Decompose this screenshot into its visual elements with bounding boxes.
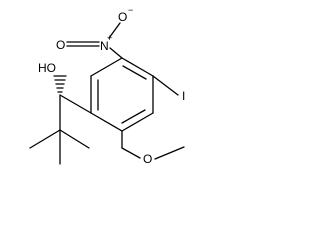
bond-quaternary-c-methyl-right [59, 129, 90, 149]
benzene-ring [90, 57, 154, 132]
ring-double-bond-inner-1 [122, 65, 147, 80]
nitro-top-oxygen-label: O [118, 10, 127, 24]
bond-ring-to-nitro-n [109, 47, 123, 59]
nitro-top-oxygen-charge: − [128, 5, 133, 15]
ring-double-bond-inner-2 [121, 109, 146, 124]
bond-quaternary-c-methyl-left [29, 129, 61, 149]
nitro-group: N + O − O [56, 5, 133, 59]
methoxy-oxygen-label: O [143, 152, 152, 166]
bond-methoxy-o-to-methyl [154, 146, 185, 160]
hydroxyl-label: HO [38, 61, 56, 75]
nitro-left-oxygen-label: O [56, 38, 65, 52]
methoxy-substituent: O [121, 130, 185, 166]
bond-nitro-n-to-top-o [108, 22, 121, 39]
iodine-label: I [182, 89, 185, 103]
ring-bond-c6-c1 [90, 57, 123, 77]
ring-bond-c4-c5 [90, 112, 123, 132]
nitro-nitrogen-label: N [100, 39, 109, 53]
bond-ring-to-methoxy-o-ext [121, 147, 141, 159]
side-chain: HO [29, 61, 92, 165]
hashed-wedge-bond [53, 75, 67, 93]
ring-bond-c1-c2 [121, 57, 154, 77]
chemical-structure: N + O − O I O HO [29, 5, 185, 166]
bond-ring-to-iodine [152, 75, 179, 96]
ring-bond-c3-c4 [121, 112, 154, 132]
bond-ring-to-carbinol [59, 94, 92, 114]
iodo-substituent: I [152, 75, 185, 103]
